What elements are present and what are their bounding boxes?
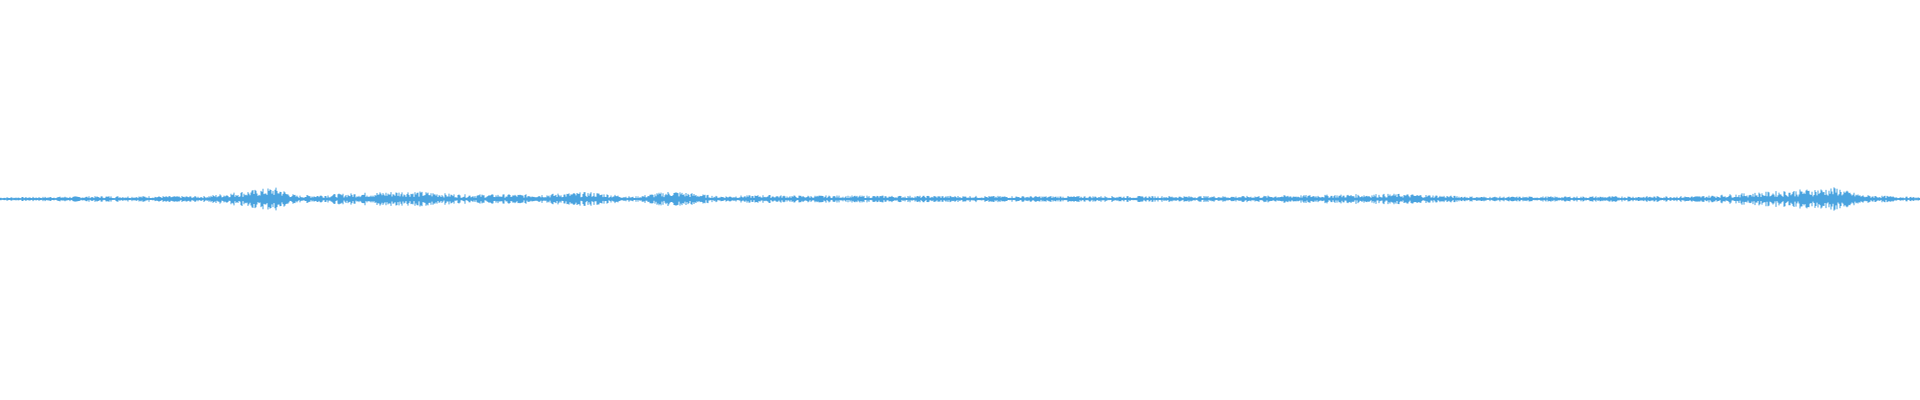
waveform-trace — [0, 187, 1920, 211]
